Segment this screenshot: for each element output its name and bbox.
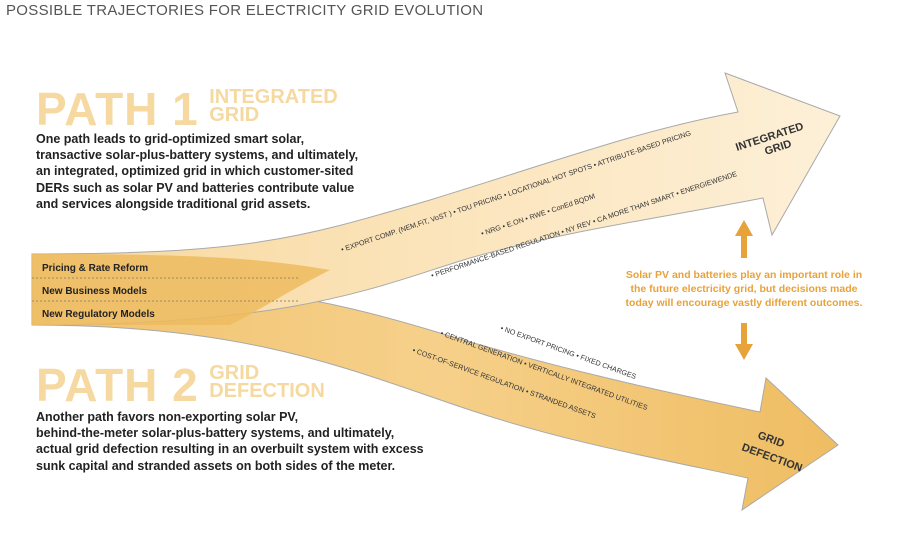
- side-note-line: the future electricity grid, but decisio…: [630, 283, 858, 295]
- path2-description: Another path favors non-exporting solar …: [36, 409, 456, 474]
- path2-subtitle: GRID DEFECTION: [209, 362, 325, 402]
- path1-description: One path leads to grid-optimized smart s…: [36, 131, 416, 212]
- side-note: Solar PV and batteries play an important…: [615, 268, 873, 310]
- stem-band: [32, 254, 330, 325]
- page-title: POSSIBLE TRAJECTORIES FOR ELECTRICITY GR…: [6, 2, 484, 19]
- path2-subtitle-line-2: DEFECTION: [209, 380, 325, 402]
- path1-desc-line: DERs such as solar PV and batteries cont…: [36, 180, 355, 195]
- path2-desc-line: actual grid defection resulting in an ov…: [36, 442, 424, 457]
- stem-label-regulatory: New Regulatory Models: [42, 309, 155, 320]
- path1-heading: PATH 1 INTEGRATED GRID: [36, 86, 338, 132]
- up-arrow-icon: [735, 220, 753, 258]
- stem-label-business: New Business Models: [42, 286, 147, 297]
- path2-heading: PATH 2 GRID DEFECTION: [36, 362, 325, 408]
- path1-title: PATH 1: [36, 83, 199, 135]
- stem-label-pricing: Pricing & Rate Reform: [42, 263, 148, 274]
- path2-arrow: [31, 277, 839, 512]
- path2-title: PATH 2: [36, 359, 199, 411]
- path2-subtitle-line-1: GRID: [209, 362, 260, 384]
- path1-desc-line: One path leads to grid-optimized smart s…: [36, 132, 305, 146]
- path1-desc-line: an integrated, optimized grid in which c…: [36, 164, 354, 179]
- side-note-line: Solar PV and batteries play an important…: [625, 269, 863, 281]
- path1-subtitle-line-1: INTEGRATED: [209, 86, 338, 108]
- path2-desc-line: Another path favors non-exporting solar …: [36, 410, 299, 424]
- down-arrow-icon: [735, 323, 753, 360]
- path2-desc-line: behind-the-meter solar-plus-battery syst…: [36, 426, 395, 441]
- path1-desc-line: transactive solar-plus-battery systems, …: [36, 148, 359, 163]
- path2-desc-line: sunk capital and stranded assets on both…: [36, 458, 396, 473]
- path1-subtitle-line-2: GRID: [209, 104, 260, 126]
- path1-desc-line: and services alongside traditional grid …: [36, 196, 311, 211]
- side-note-line: today will encourage vastly different ou…: [625, 297, 863, 309]
- path1-subtitle: INTEGRATED GRID: [209, 86, 338, 126]
